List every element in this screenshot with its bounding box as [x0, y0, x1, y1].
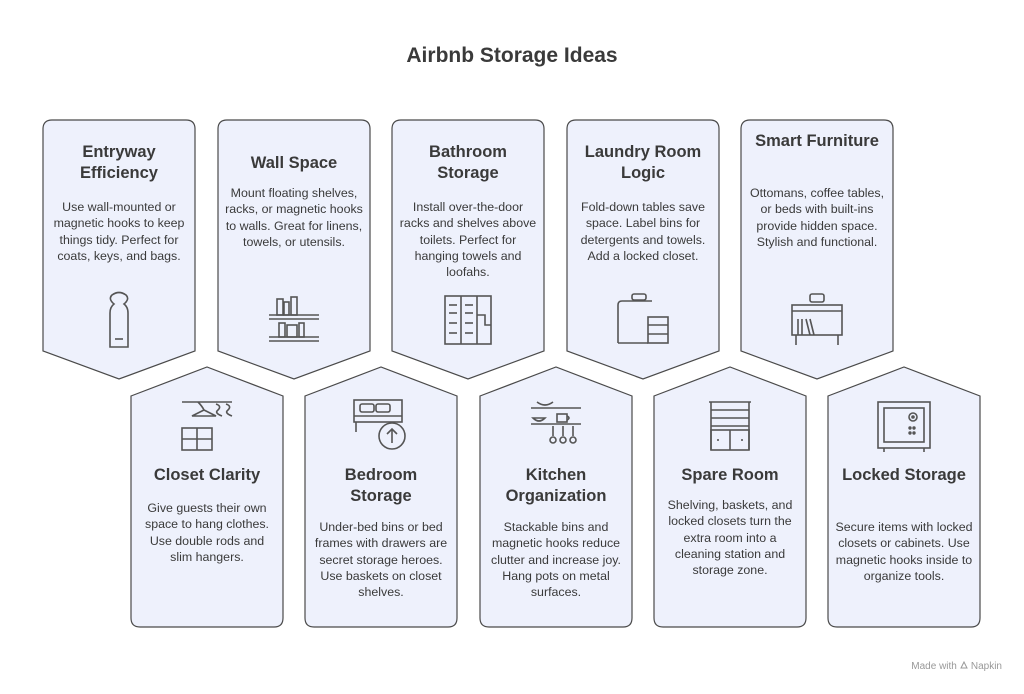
card-shape	[130, 366, 284, 628]
napkin-brand-label: Napkin	[970, 661, 1002, 672]
card-title: Bedroom Storage	[344, 466, 418, 505]
page-title: Airbnb Storage Ideas	[406, 44, 618, 67]
card-shape	[827, 366, 981, 628]
card-shape	[653, 366, 807, 628]
card-smart-furniture: Smart Furniture Ottomans, coffee tables,…	[740, 119, 894, 380]
card-description: Give guests their own space to hang clot…	[145, 501, 269, 564]
card-description: Install over-the-door racks and shelves …	[399, 200, 537, 280]
napkin-logo-icon	[960, 660, 968, 669]
card-shape	[217, 119, 371, 380]
laundry-bins-icon	[617, 293, 669, 344]
shelving-unit-icon	[709, 401, 751, 451]
card-bathroom-storage: Bathroom Storage Install over-the-door r…	[391, 119, 545, 380]
card-shape	[566, 119, 720, 380]
safe-icon	[877, 401, 931, 452]
card-title: Locked Storage	[842, 466, 966, 484]
card-description: Ottomans, coffee tables, or beds with bu…	[749, 186, 885, 249]
card-shape	[304, 366, 458, 628]
card-title: Kitchen Organization	[505, 466, 607, 505]
card-kitchen-organization: Kitchen Organization Stackable bins and …	[479, 366, 633, 628]
card-title: Bathroom Storage	[429, 143, 507, 182]
card-title: Wall Space	[250, 154, 338, 172]
wall-shelves-icon	[269, 296, 319, 342]
card-description: Mount floating shelves, racks, or magnet…	[225, 186, 363, 249]
card-shape	[479, 366, 633, 628]
bed-storage-icon	[353, 399, 406, 450]
card-description: Use wall-mounted or magnetic hooks to ke…	[53, 200, 185, 263]
closet-hangers-icon	[181, 401, 233, 451]
card-shape	[740, 119, 894, 380]
furniture-icon	[791, 293, 843, 345]
made-with-label: Made with	[911, 661, 957, 672]
card-description: Fold-down tables save space. Label bins …	[580, 200, 706, 263]
card-title: Spare Room	[681, 466, 779, 484]
card-description: Stackable bins and magnetic hooks reduce…	[491, 520, 621, 600]
card-title: Smart Furniture	[755, 132, 879, 150]
card-bedroom-storage: Bedroom Storage Under-bed bins or bed fr…	[304, 366, 458, 628]
card-title: Closet Clarity	[153, 466, 261, 484]
footer-credit: Made with Napkin	[911, 660, 1002, 672]
card-laundry-room-logic: Laundry Room Logic Fold-down tables save…	[566, 119, 720, 380]
card-description: Under-bed bins or bed frames with drawer…	[314, 520, 448, 600]
card-spare-room: Spare Room Shelving, baskets, and locked…	[653, 366, 807, 628]
card-locked-storage: Locked Storage Secure items with locked …	[827, 366, 981, 628]
card-title: Laundry Room Logic	[584, 143, 702, 182]
card-closet-clarity: Closet Clarity Give guests their own spa…	[130, 366, 284, 628]
card-description: Secure items with locked closets or cabi…	[835, 520, 973, 583]
card-entryway-efficiency: Entryway Efficiency Use wall-mounted or …	[42, 119, 196, 380]
kitchen-shelf-icon	[531, 401, 581, 444]
card-wall-space: Wall Space Mount floating shelves, racks…	[217, 119, 371, 380]
card-shape	[42, 119, 196, 380]
door-hanger-icon	[109, 291, 129, 348]
card-title: Entryway Efficiency	[80, 143, 158, 182]
bathroom-cabinet-icon	[444, 295, 492, 345]
card-shape	[391, 119, 545, 380]
card-description: Shelving, baskets, and locked closets tu…	[667, 498, 793, 578]
